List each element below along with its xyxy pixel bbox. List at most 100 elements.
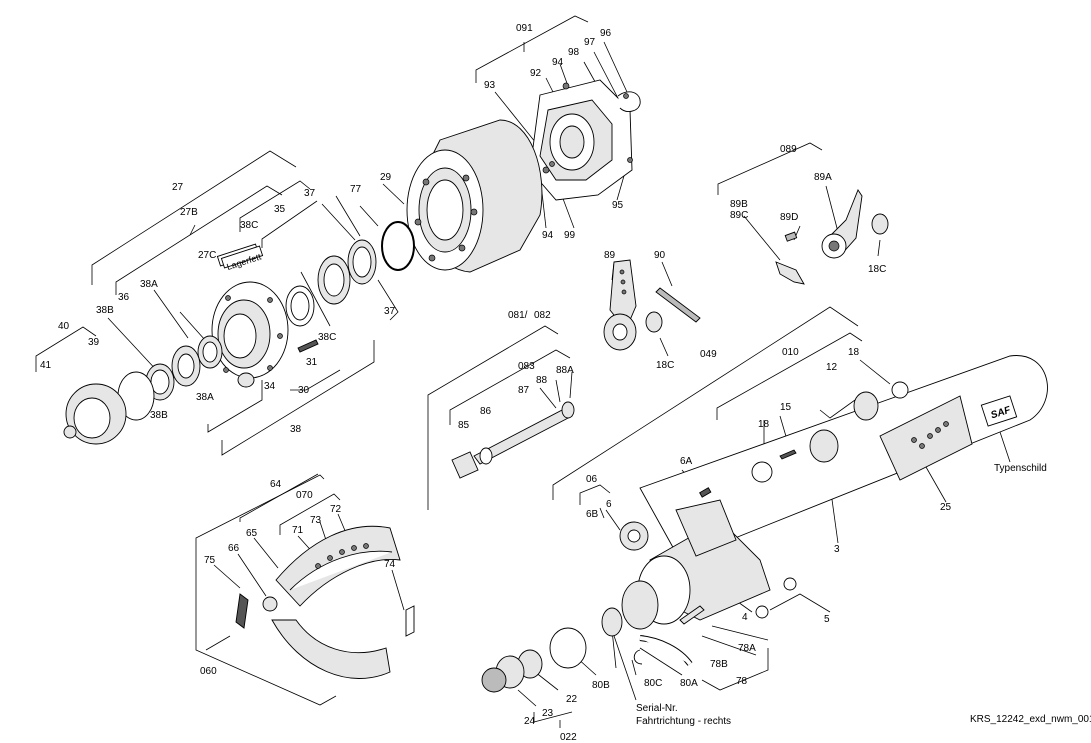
label-75: 75: [204, 555, 216, 566]
label-3: 3: [834, 544, 840, 555]
label-30: 30: [298, 385, 310, 396]
brake-drum-29: [406, 119, 543, 273]
label-99: 99: [564, 230, 576, 241]
label-38a-top: 38A: [140, 279, 158, 290]
label-97: 97: [584, 37, 596, 48]
label-89a: 89A: [814, 172, 832, 183]
label-18-left: 18: [758, 419, 770, 430]
label-66: 66: [228, 543, 240, 554]
label-77: 77: [350, 184, 362, 195]
label-37-top: 37: [304, 188, 316, 199]
label-23: 23: [542, 708, 554, 719]
label-06: 06: [586, 474, 598, 485]
backing-plate-091: [529, 79, 641, 201]
label-78: 78: [736, 676, 748, 687]
label-90: 90: [654, 250, 666, 261]
label-27: 27: [172, 182, 184, 193]
label-fahrtrichtung: Fahrtrichtung - rechts: [636, 716, 731, 727]
label-049: 049: [700, 349, 717, 360]
label-89c: 89C: [730, 210, 748, 221]
label-38b-bottom: 38B: [150, 410, 168, 421]
label-80b: 80B: [592, 680, 610, 691]
label-87: 87: [518, 385, 530, 396]
label-38: 38: [290, 424, 302, 435]
label-29: 29: [380, 172, 392, 183]
label-40: 40: [58, 321, 70, 332]
label-88a: 88A: [556, 365, 574, 376]
slack-adjuster-89: [603, 259, 701, 351]
label-41: 41: [40, 360, 52, 371]
label-082: 082: [534, 310, 551, 321]
label-94-bottom: 94: [542, 230, 554, 241]
label-38c-top: 38C: [240, 220, 258, 231]
bearing-set: [63, 335, 223, 445]
label-94-top: 94: [552, 57, 564, 68]
label-86: 86: [480, 406, 492, 417]
label-18-right: 18: [848, 347, 860, 358]
label-65: 65: [246, 528, 258, 539]
label-89b: 89B: [730, 199, 748, 210]
label-85: 85: [458, 420, 470, 431]
label-24: 24: [524, 716, 536, 727]
label-36: 36: [118, 292, 130, 303]
label-72: 72: [330, 504, 342, 515]
label-93: 93: [484, 80, 496, 91]
label-80c: 80C: [644, 678, 662, 689]
label-38a-bottom: 38A: [196, 392, 214, 403]
label-35: 35: [274, 204, 286, 215]
label-089: 089: [780, 144, 797, 155]
label-010: 010: [782, 347, 799, 358]
part-labels: 091 96 97 98 94 92 93 94 99 95 29 77 37 …: [40, 23, 1091, 743]
label-070: 070: [296, 490, 313, 501]
label-serial-nr: Serial-Nr.: [636, 703, 678, 714]
label-98: 98: [568, 47, 580, 58]
label-6b: 6B: [586, 509, 599, 520]
label-89d: 89D: [780, 212, 798, 223]
label-92: 92: [530, 68, 542, 79]
typenschild-plate: [980, 395, 1018, 427]
label-39: 39: [88, 337, 100, 348]
label-6a: 6A: [680, 456, 693, 467]
label-95: 95: [612, 200, 624, 211]
label-80a: 80A: [680, 678, 698, 689]
label-34: 34: [264, 381, 276, 392]
label-12: 12: [826, 362, 838, 373]
seal-rings: [285, 221, 415, 327]
label-060: 060: [200, 666, 217, 677]
label-18c-right: 18C: [868, 264, 886, 275]
label-89: 89: [604, 250, 616, 261]
label-38b-top: 38B: [96, 305, 114, 316]
label-96: 96: [600, 28, 612, 39]
brake-shoes-060: [235, 525, 415, 679]
slack-adjuster-089: [775, 189, 889, 285]
label-25: 25: [940, 502, 952, 513]
label-37-bottom: 37: [384, 306, 396, 317]
label-22: 22: [566, 694, 578, 705]
s-cam-shaft-081: [451, 401, 575, 479]
label-022: 022: [560, 732, 577, 743]
label-document-id: KRS_12242_exd_nwm_001: [970, 714, 1091, 725]
label-31: 31: [306, 357, 318, 368]
label-88: 88: [536, 375, 548, 386]
grease-tube-27c: [220, 245, 264, 269]
label-6: 6: [606, 499, 612, 510]
label-18c-left: 18C: [656, 360, 674, 371]
label-71: 71: [292, 525, 304, 536]
label-081: 081/: [508, 310, 528, 321]
label-27c: 27C: [198, 250, 216, 261]
label-27b: 27B: [180, 207, 198, 218]
label-78b: 78B: [710, 659, 728, 670]
axle-stub-06: [481, 487, 797, 693]
label-5: 5: [824, 614, 830, 625]
label-73: 73: [310, 515, 322, 526]
label-78a: 78A: [738, 643, 756, 654]
label-15: 15: [780, 402, 792, 413]
label-4: 4: [742, 612, 748, 623]
label-083: 083: [518, 361, 535, 372]
axle-beam-010: [639, 355, 1048, 561]
label-typenschild: Typenschild: [994, 463, 1047, 474]
label-64: 64: [270, 479, 282, 490]
label-091: 091: [516, 23, 533, 34]
